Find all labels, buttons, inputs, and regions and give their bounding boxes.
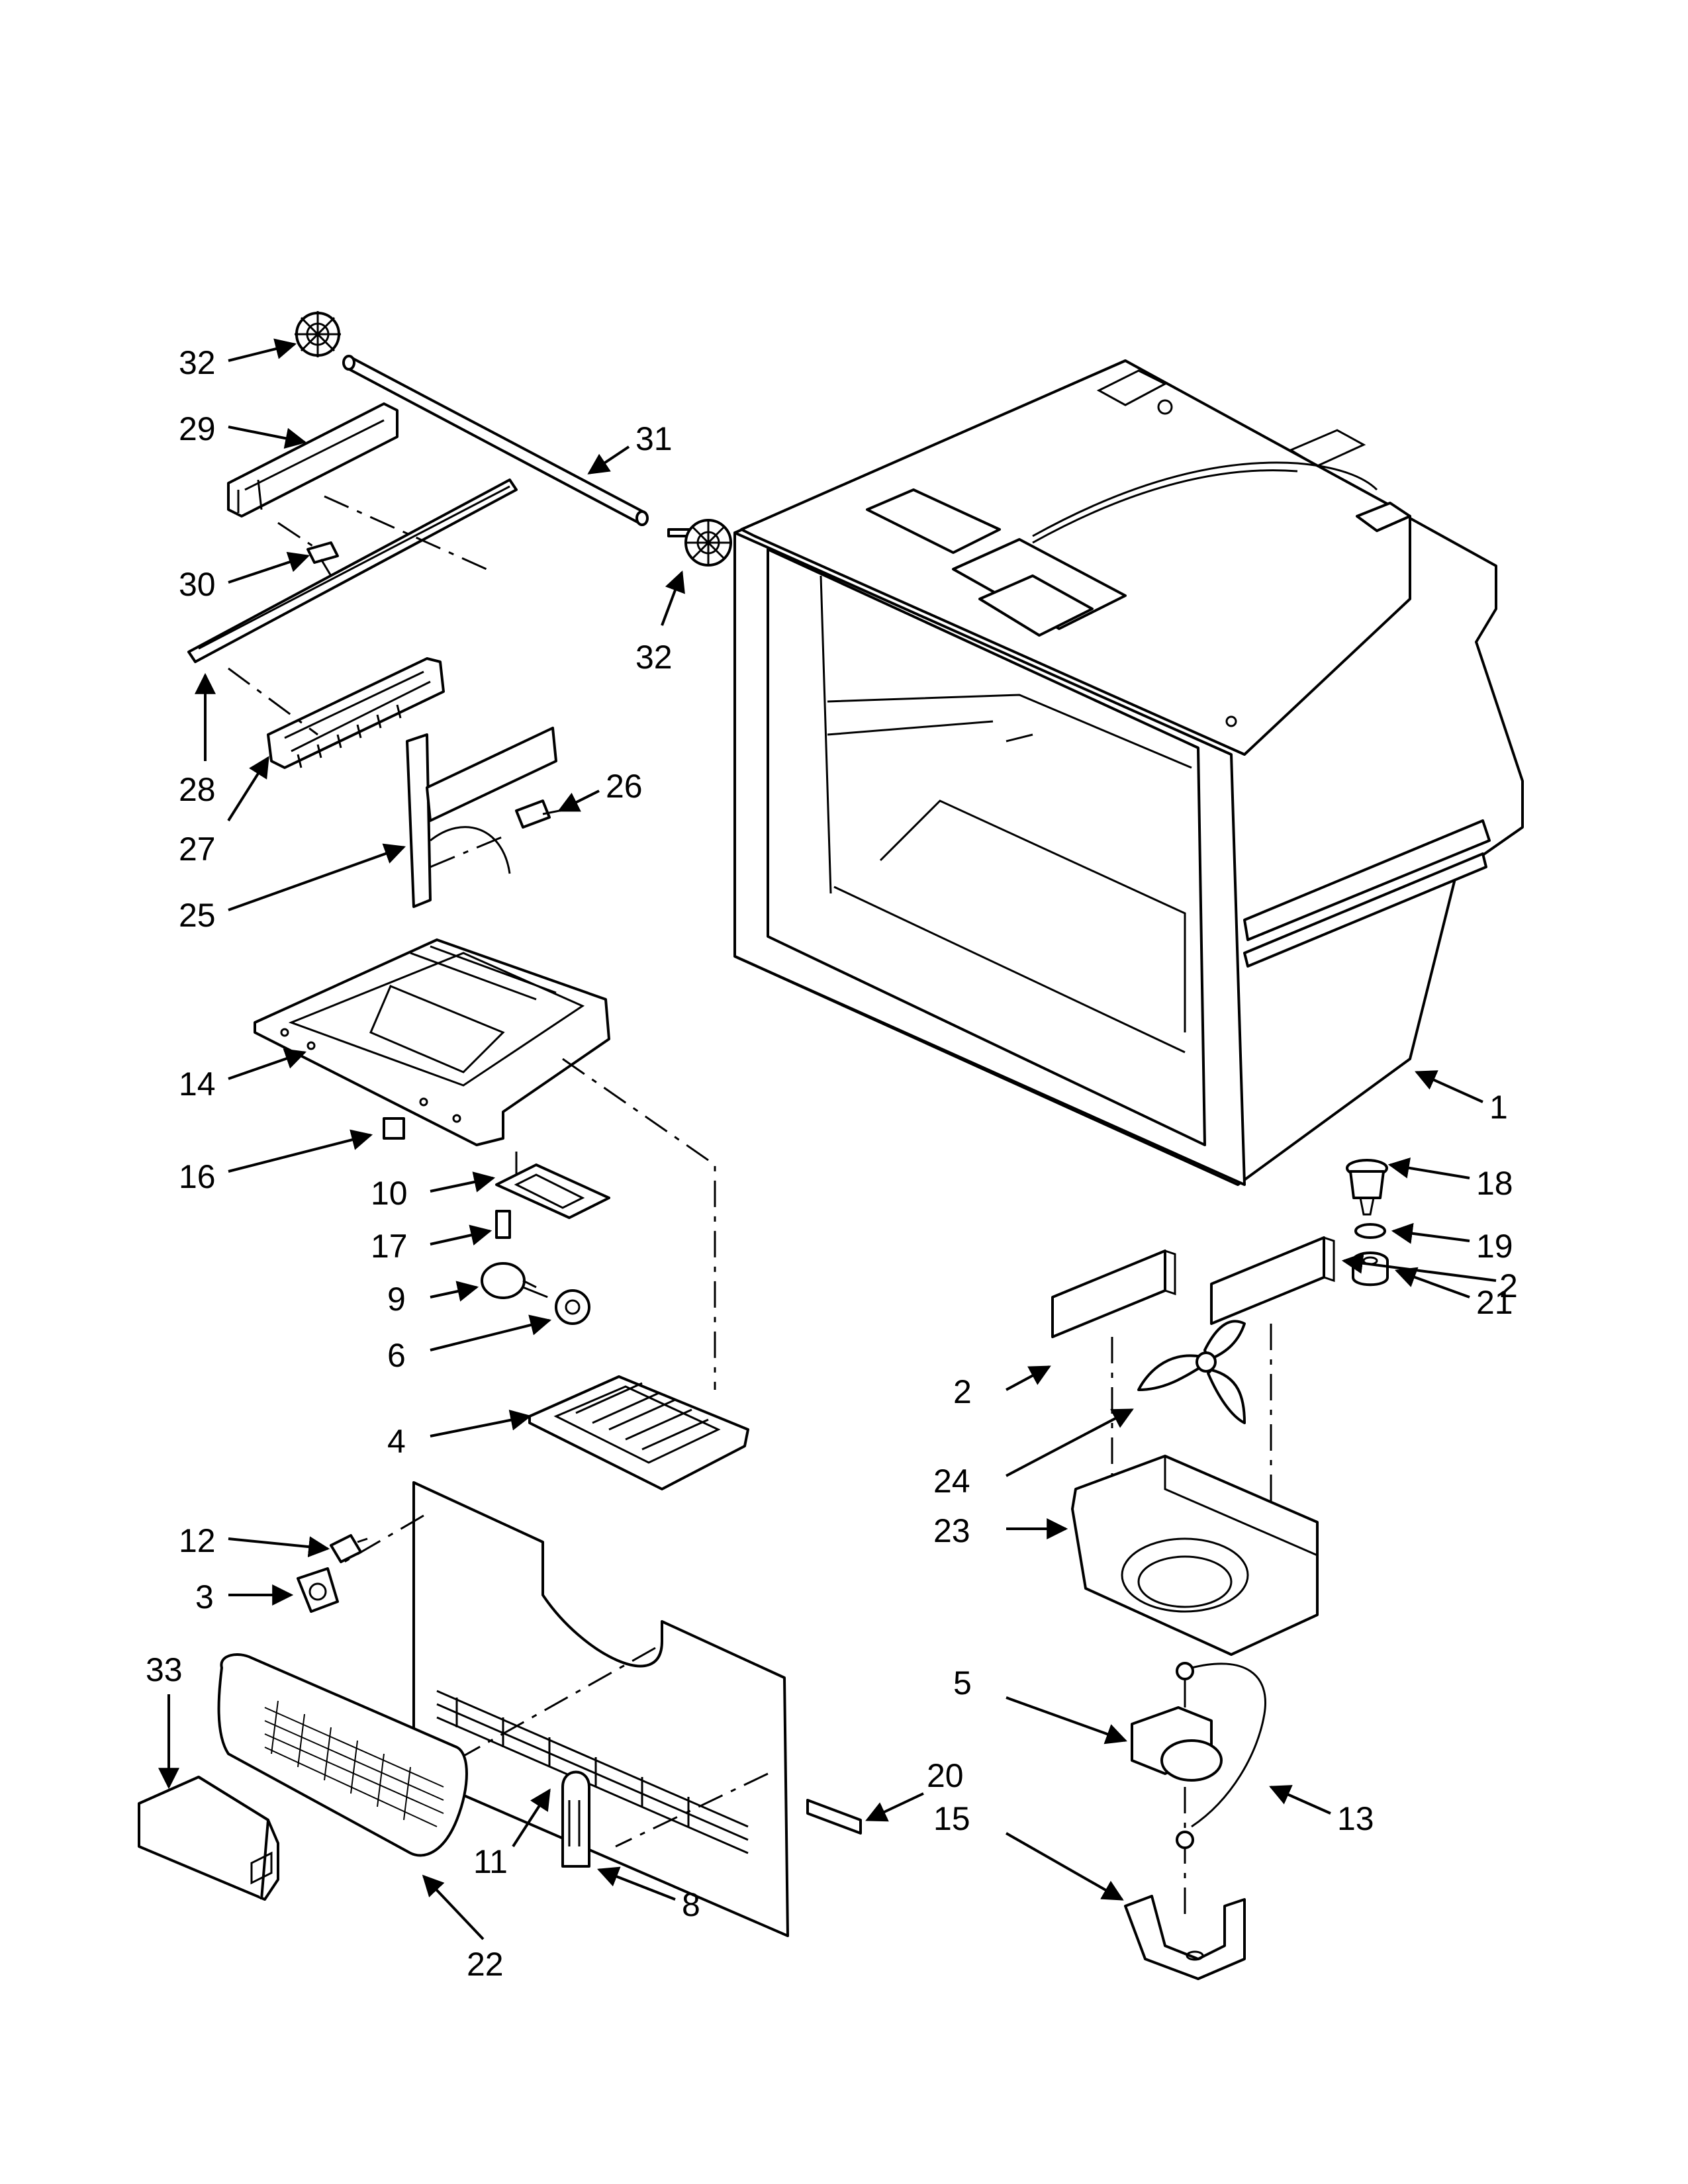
callout-32-top: 32 <box>179 344 216 381</box>
callout-21: 21 <box>1476 1284 1513 1321</box>
part-2-pad-right <box>1210 1236 1335 1325</box>
part-10-lens <box>495 1163 610 1219</box>
callout-26: 26 <box>606 768 643 805</box>
part-13-wire <box>1191 1662 1266 1828</box>
part-22-grille <box>217 1653 468 1857</box>
part-16-connector <box>383 1117 405 1140</box>
callout-6: 6 <box>387 1337 406 1374</box>
part-29-rail-bracket <box>227 402 399 518</box>
part-20-strip <box>806 1799 862 1835</box>
callout-14: 14 <box>179 1066 216 1103</box>
callout-19: 19 <box>1476 1228 1513 1265</box>
callout-33: 33 <box>146 1651 183 1688</box>
callout-12: 12 <box>179 1522 216 1559</box>
callout-labels: 32 29 31 30 32 28 27 26 25 14 16 10 17 9… <box>146 344 1518 1983</box>
part-4-tray <box>528 1375 749 1490</box>
callout-1: 1 <box>1489 1089 1508 1126</box>
callout-27: 27 <box>179 831 216 868</box>
part-18-valve <box>1346 1159 1388 1216</box>
part-13-connector <box>1176 1831 1194 1849</box>
part-24-fan-blade <box>1137 1320 1246 1424</box>
callout-30: 30 <box>179 566 216 603</box>
part-8-clip <box>561 1770 590 1868</box>
callout-17: 17 <box>371 1228 408 1265</box>
callout-23: 23 <box>933 1512 970 1549</box>
callout-2-right: 2 <box>1499 1267 1518 1304</box>
callout-28: 28 <box>179 771 216 808</box>
callout-31: 31 <box>635 420 673 457</box>
part-30-screw <box>306 541 339 576</box>
part-6-socket <box>555 1289 590 1325</box>
part-33-door <box>138 1776 279 1901</box>
part-32-gear-top <box>295 311 341 357</box>
callout-13: 13 <box>1337 1800 1374 1837</box>
part-14-housing <box>254 938 610 1146</box>
callout-22: 22 <box>467 1946 504 1983</box>
callout-11: 11 <box>473 1843 508 1880</box>
callout-16: 16 <box>179 1158 216 1195</box>
part-26-screw <box>515 799 560 829</box>
callout-4: 4 <box>387 1423 406 1460</box>
part-23-shroud <box>1071 1455 1319 1656</box>
callout-9: 9 <box>387 1281 406 1318</box>
callout-2-left: 2 <box>953 1373 972 1410</box>
callout-29: 29 <box>179 410 216 447</box>
callout-24: 24 <box>933 1463 970 1500</box>
callout-25: 25 <box>179 897 216 934</box>
callout-3: 3 <box>195 1578 214 1615</box>
part-1-freezer-liner <box>733 359 1524 1186</box>
part-25-bracket <box>406 727 557 908</box>
part-19-washer <box>1354 1223 1386 1239</box>
callout-8: 8 <box>682 1886 700 1923</box>
part-31-shaft <box>342 355 649 526</box>
part-27-rail-bracket <box>267 657 445 769</box>
callout-10: 10 <box>371 1175 408 1212</box>
leader-lines <box>158 338 1497 1940</box>
part-21-grommet <box>1352 1251 1389 1287</box>
part-12-screw <box>330 1534 368 1563</box>
part-2-pad-left <box>1051 1250 1176 1338</box>
callout-15: 15 <box>933 1800 970 1837</box>
callout-20: 20 <box>927 1757 964 1794</box>
part-5-motor <box>1131 1662 1223 1782</box>
part-11-panel <box>412 1481 789 1937</box>
part-32-gear-bottom <box>667 519 732 567</box>
callout-18: 18 <box>1476 1165 1513 1202</box>
part-9-bulb <box>481 1262 537 1299</box>
callout-5: 5 <box>953 1664 972 1702</box>
part-28-slide-rail <box>187 478 518 663</box>
callout-32-bottom: 32 <box>635 639 673 676</box>
part-3-lamp-socket <box>297 1567 339 1613</box>
part-17-screw <box>495 1210 511 1239</box>
part-15-bracket <box>1124 1895 1246 1980</box>
